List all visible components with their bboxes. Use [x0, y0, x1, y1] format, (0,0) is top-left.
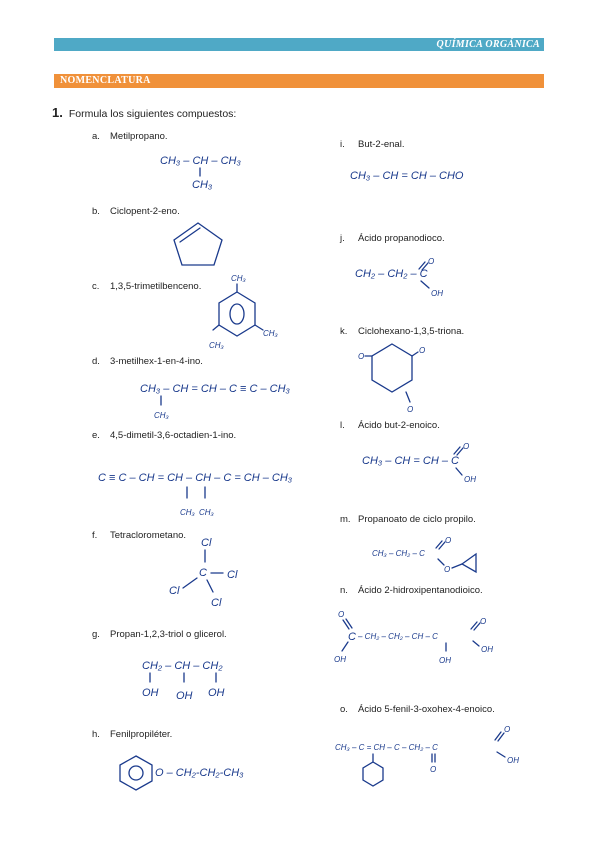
answer-j-oh: OH: [431, 289, 443, 298]
benzene-ring: [218, 291, 256, 337]
item-a: a.Metilpropano.: [92, 131, 168, 142]
answer-l-o: O: [463, 442, 469, 451]
answer-k-o2: O: [419, 346, 425, 355]
answer-f-center: C: [199, 567, 207, 579]
item-o: o.Ácido 5-fenil-3-oxohex-4-enoico.: [340, 704, 495, 715]
item-g: g.Propan-1,2,3-triol o glicerol.: [92, 629, 227, 640]
answer-j-o: O: [428, 257, 434, 266]
answer-j: CH₂ – CH₂ – C O OH: [355, 255, 465, 305]
answer-e-main: C ≡ C – CH = CH – CH – C = CH – CH₃: [98, 472, 293, 484]
item-l: l.Ácido but-2-enoico.: [340, 420, 440, 431]
answer-g-oh2: OH: [176, 690, 193, 702]
answer-c-bottom: CH₃: [209, 341, 224, 350]
question-1: 1. Formula los siguientes compuestos:: [52, 105, 236, 120]
answer-m: CH₃ – CH₂ – C O O: [372, 532, 512, 582]
answer-o-oh: OH: [507, 756, 519, 765]
answer-n-oh3: OH: [439, 656, 451, 665]
answer-e-sub2: CH₃: [199, 508, 214, 517]
item-f: f.Tetraclorometano.: [92, 530, 187, 541]
answer-e: C ≡ C – CH = CH – CH – C = CH – CH₃ CH₃ …: [98, 465, 298, 528]
answer-o-o: O: [430, 765, 436, 774]
answer-d-sub: CH₃: [154, 411, 169, 420]
header-bar: QUÍMICA ORGÁNICA: [54, 38, 544, 51]
answer-e-sub1: CH₃: [180, 508, 195, 517]
answer-h-main: O – CH₂-CH₂-CH₃: [155, 767, 244, 779]
answer-a: CH₃ – CH – CH₃ CH₃: [160, 150, 270, 205]
question-text: Formula los siguientes compuestos:: [68, 108, 237, 120]
answer-n-oh2: OH: [481, 645, 493, 654]
answer-f-bottom: Cl: [211, 597, 222, 609]
answer-o-o2: O: [504, 725, 510, 734]
answer-f-right: Cl: [227, 569, 238, 581]
answer-j-main: CH₂ – CH₂ – C: [355, 268, 428, 280]
answer-o: CH₃ – C = CH – C – CH₂ – C O O OH: [335, 722, 535, 802]
answer-c: CH₃ CH₃ CH₃: [205, 272, 285, 357]
item-j: j.Ácido propanodioco.: [340, 233, 445, 244]
phenyl-ring: [362, 761, 384, 787]
answer-m-o2: O: [444, 565, 450, 574]
cyclohexane-ring: [371, 343, 413, 393]
answer-m-main: CH₃ – CH₂ – C: [372, 549, 425, 558]
phenyl-ring: [119, 755, 153, 791]
answer-k-o3: O: [407, 405, 413, 414]
section-bar: NOMENCLATURA: [54, 74, 544, 88]
answer-h: O – CH₂-CH₂-CH₃: [118, 752, 258, 797]
item-c: c.1,3,5-trimetilbenceno.: [92, 281, 202, 292]
cyclopentene-ring: [173, 222, 223, 266]
answer-g-oh3: OH: [208, 687, 225, 699]
answer-n-c1: C: [348, 631, 356, 643]
section-title: NOMENCLATURA: [60, 75, 151, 86]
answer-g: CH₂ – CH – CH₂ OH OH OH: [142, 655, 252, 710]
item-d: d.3-metilhex-1-en-4-ino.: [92, 356, 203, 367]
item-i: i.But-2-enal.: [340, 139, 405, 150]
answer-n-main: – CH₂ – CH₂ – CH – C: [357, 632, 438, 641]
header-title: QUÍMICA ORGÁNICA: [436, 39, 540, 50]
item-h: h.Fenilpropiléter.: [92, 729, 173, 740]
answer-g-oh1: OH: [142, 687, 159, 699]
answer-n-o: O: [338, 610, 344, 619]
answer-g-main: CH₂ – CH – CH₂: [142, 660, 223, 672]
answer-l: CH₃ – CH = CH – C O OH: [362, 440, 492, 490]
answer-m-o: O: [445, 536, 451, 545]
answer-n-o2: O: [480, 617, 486, 626]
answer-k: O O O: [358, 338, 442, 423]
answer-f: Cl C Cl Cl Cl: [165, 536, 255, 621]
answer-n-oh1: OH: [334, 655, 346, 664]
answer-o-main: CH₃ – C = CH – C – CH₂ – C: [335, 743, 438, 752]
item-b: b.Ciclopent-2-eno.: [92, 206, 180, 217]
answer-f-left: Cl: [169, 585, 180, 597]
answer-a-main: CH₃ – CH – CH₃: [160, 155, 241, 167]
answer-d-main: CH₃ – CH = CH – C ≡ C – CH₃: [140, 383, 291, 395]
cyclopropyl-ring: [460, 552, 477, 574]
item-e: e.4,5-dimetil-3,6-octadien-1-ino.: [92, 430, 237, 441]
item-m: m.Propanoato de ciclo propilo.: [340, 514, 476, 525]
answer-k-o1: O: [358, 352, 364, 361]
answer-d: CH₃ – CH = CH – C ≡ C – CH₃ CH₃: [140, 378, 300, 428]
answer-c-top: CH₃: [231, 274, 246, 283]
answer-f-top: Cl: [201, 537, 212, 549]
item-k: k.Ciclohexano-1,3,5-triona.: [340, 326, 465, 337]
answer-c-right: CH₃: [263, 329, 278, 338]
answer-i: CH₃ – CH = CH – CHO: [350, 163, 500, 193]
answer-n: O C OH – CH₂ – CH₂ – CH – C OH O OH: [332, 607, 512, 677]
answer-i-main: CH₃ – CH = CH – CHO: [350, 170, 464, 182]
question-number: 1.: [52, 105, 63, 120]
answer-l-main: CH₃ – CH = CH – C: [362, 455, 459, 467]
item-n: n.Ácido 2-hidroxipentanodioico.: [340, 585, 483, 596]
answer-b: [170, 220, 230, 275]
answer-a-sub: CH₃: [192, 179, 213, 191]
answer-l-oh: OH: [464, 475, 476, 484]
